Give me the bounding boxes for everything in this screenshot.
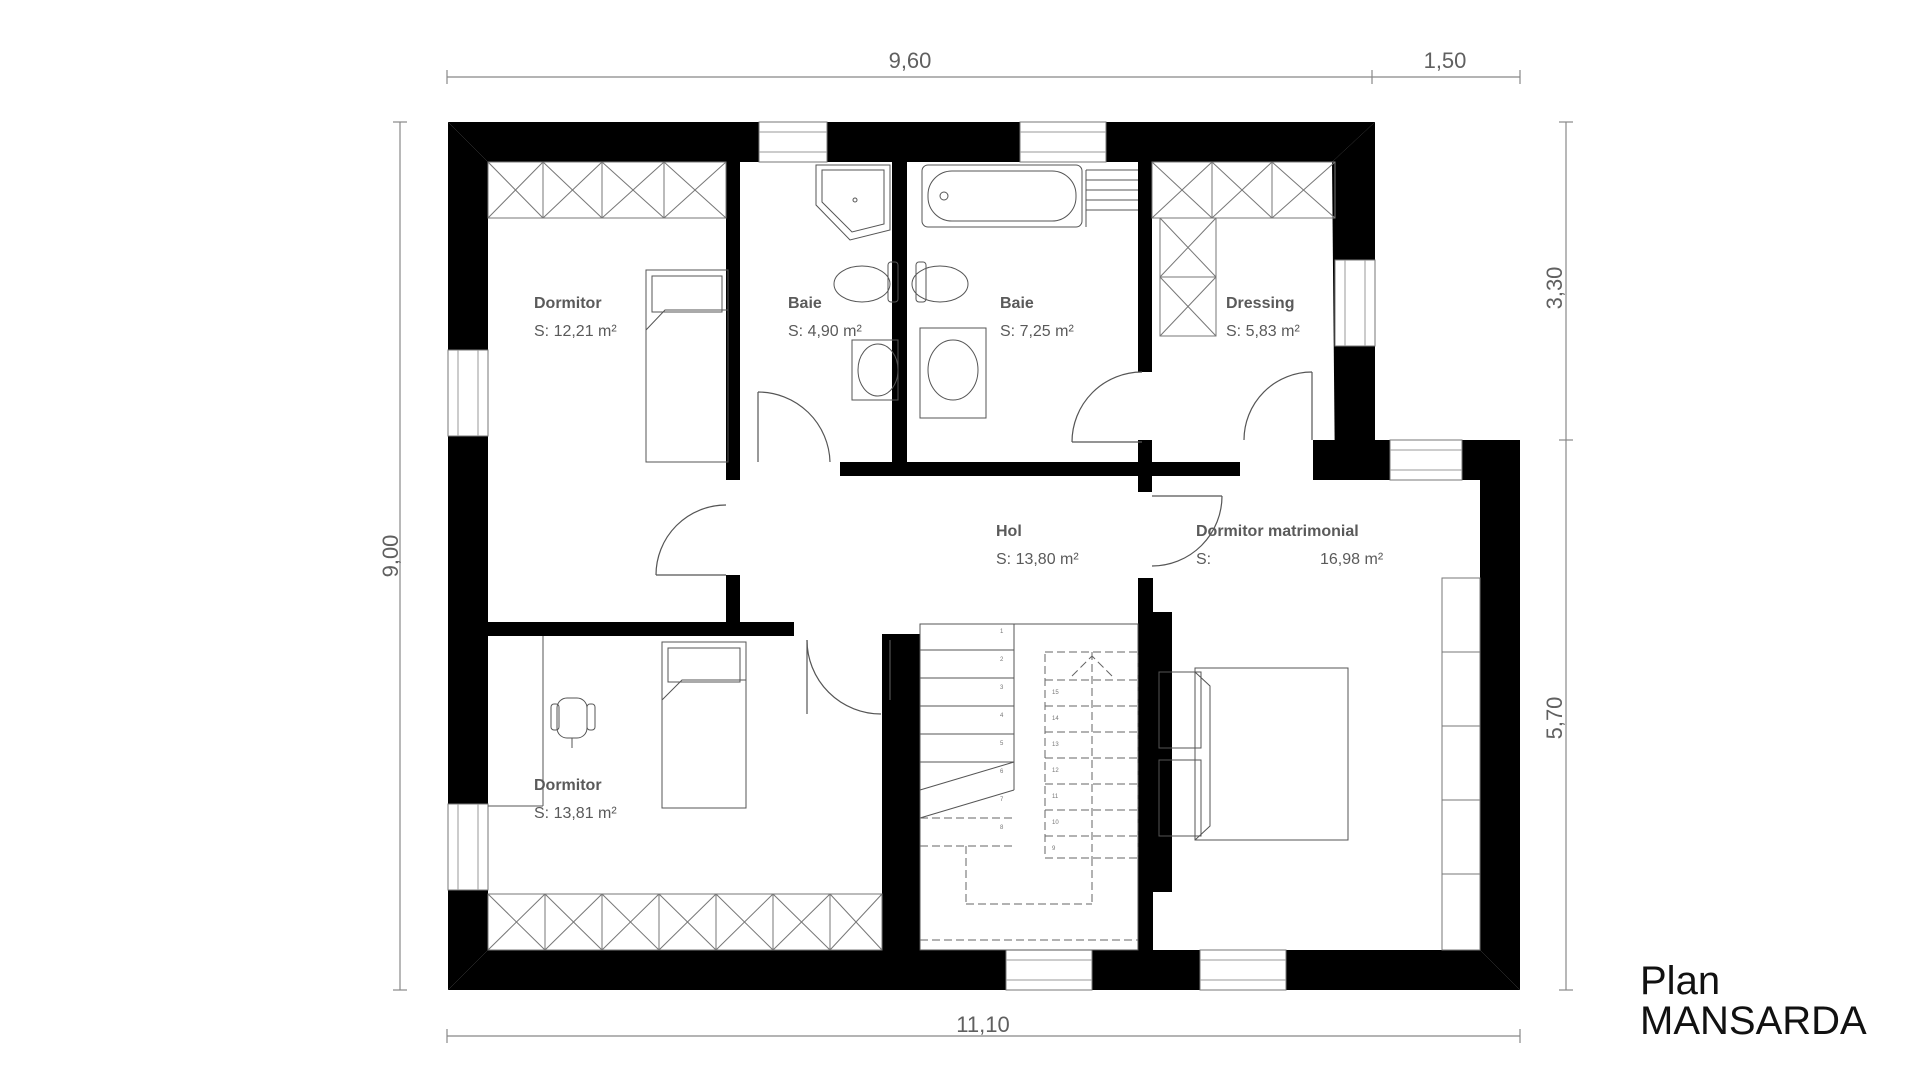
shower-icon xyxy=(815,164,891,241)
room-label-baie-1: Baie S: 4,90 m² xyxy=(788,295,862,340)
stair-step-number: 3 xyxy=(1000,685,1004,691)
room-label-dormitor-2: Dormitor S: 13,81 m² xyxy=(534,777,617,822)
windows xyxy=(447,121,1463,991)
bed-single-2 xyxy=(661,641,747,809)
stair-step-number: 2 xyxy=(1000,657,1004,663)
title-line-1: Plan xyxy=(1640,959,1720,1003)
room-label-dressing: Dressing S: 5,83 m² xyxy=(1226,295,1300,340)
stair-step-number: 13 xyxy=(1052,742,1059,748)
dimension-lines xyxy=(393,70,1573,1043)
room-area-prefix: S: xyxy=(1196,551,1211,568)
stair-step-number: 4 xyxy=(1000,713,1004,719)
dim-right-upper: 3,30 xyxy=(1542,267,1567,310)
stair-step-number: 5 xyxy=(1000,741,1004,747)
desk-bedroom-2 xyxy=(488,636,544,807)
room-name: Baie xyxy=(1000,295,1034,312)
room-area: S: 7,25 m² xyxy=(1000,323,1074,340)
room-name: Baie xyxy=(788,295,822,312)
room-label-dormitor-1: Dormitor S: 12,21 m² xyxy=(534,295,617,340)
closet-bedroom-1 xyxy=(487,161,727,219)
room-label-baie-2: Baie S: 7,25 m² xyxy=(1000,295,1074,340)
interior-walls xyxy=(488,162,1240,950)
room-area: S: 4,90 m² xyxy=(788,323,862,340)
stair-step-number: 7 xyxy=(1000,797,1004,803)
closet-dressing xyxy=(1151,161,1336,337)
chair-icon xyxy=(550,697,596,748)
title-line-2: MANSARDA xyxy=(1640,999,1867,1043)
room-name: Dormitor matrimonial xyxy=(1196,523,1359,540)
doors xyxy=(655,371,1313,715)
dim-left-total: 9,00 xyxy=(378,535,403,578)
stair-step-number: 9 xyxy=(1052,846,1056,852)
stair-step-number: 1 xyxy=(1000,629,1004,635)
stair-step-number: 10 xyxy=(1052,820,1059,826)
room-name: Hol xyxy=(996,523,1022,540)
closet-bedroom-2 xyxy=(487,893,883,951)
room-area-value: 16,98 m² xyxy=(1320,551,1384,568)
toilet-icon-2 xyxy=(911,261,969,303)
room-label-dormitor-matrimonial: Dormitor matrimonial S: 16,98 m² xyxy=(1196,523,1384,568)
stair-step-number: 6 xyxy=(1000,769,1004,775)
sink-icon-2 xyxy=(919,327,987,419)
room-label-hol: Hol S: 13,80 m² xyxy=(996,523,1079,568)
toilet-icon xyxy=(833,261,899,303)
stair-step-number: 12 xyxy=(1052,768,1059,774)
room-area: S: 13,80 m² xyxy=(996,551,1079,568)
room-area: S: 12,21 m² xyxy=(534,323,617,340)
stair-step-number: 15 xyxy=(1052,690,1059,696)
dim-bottom-total: 11,10 xyxy=(956,1012,1009,1037)
stair-step-number: 8 xyxy=(1000,825,1004,831)
room-area: S: 5,83 m² xyxy=(1226,323,1300,340)
plan-title: Plan MANSARDA xyxy=(1640,959,1867,1043)
stair-step-number: 14 xyxy=(1052,716,1059,722)
bed-double xyxy=(1158,667,1349,841)
dim-top-side: 1,50 xyxy=(1424,48,1467,73)
wardrobe-master xyxy=(1441,577,1481,951)
dim-top-main: 9,60 xyxy=(889,48,932,73)
room-name: Dormitor xyxy=(534,295,602,312)
room-name: Dormitor xyxy=(534,777,602,794)
bathtub-icon xyxy=(921,164,1138,228)
room-area: S: 13,81 m² xyxy=(534,805,617,822)
bed-single-1 xyxy=(645,269,729,463)
dim-right-lower: 5,70 xyxy=(1542,697,1567,740)
stair-step-number: 11 xyxy=(1052,794,1059,800)
room-name: Dressing xyxy=(1226,295,1294,312)
sink-icon xyxy=(851,339,899,401)
